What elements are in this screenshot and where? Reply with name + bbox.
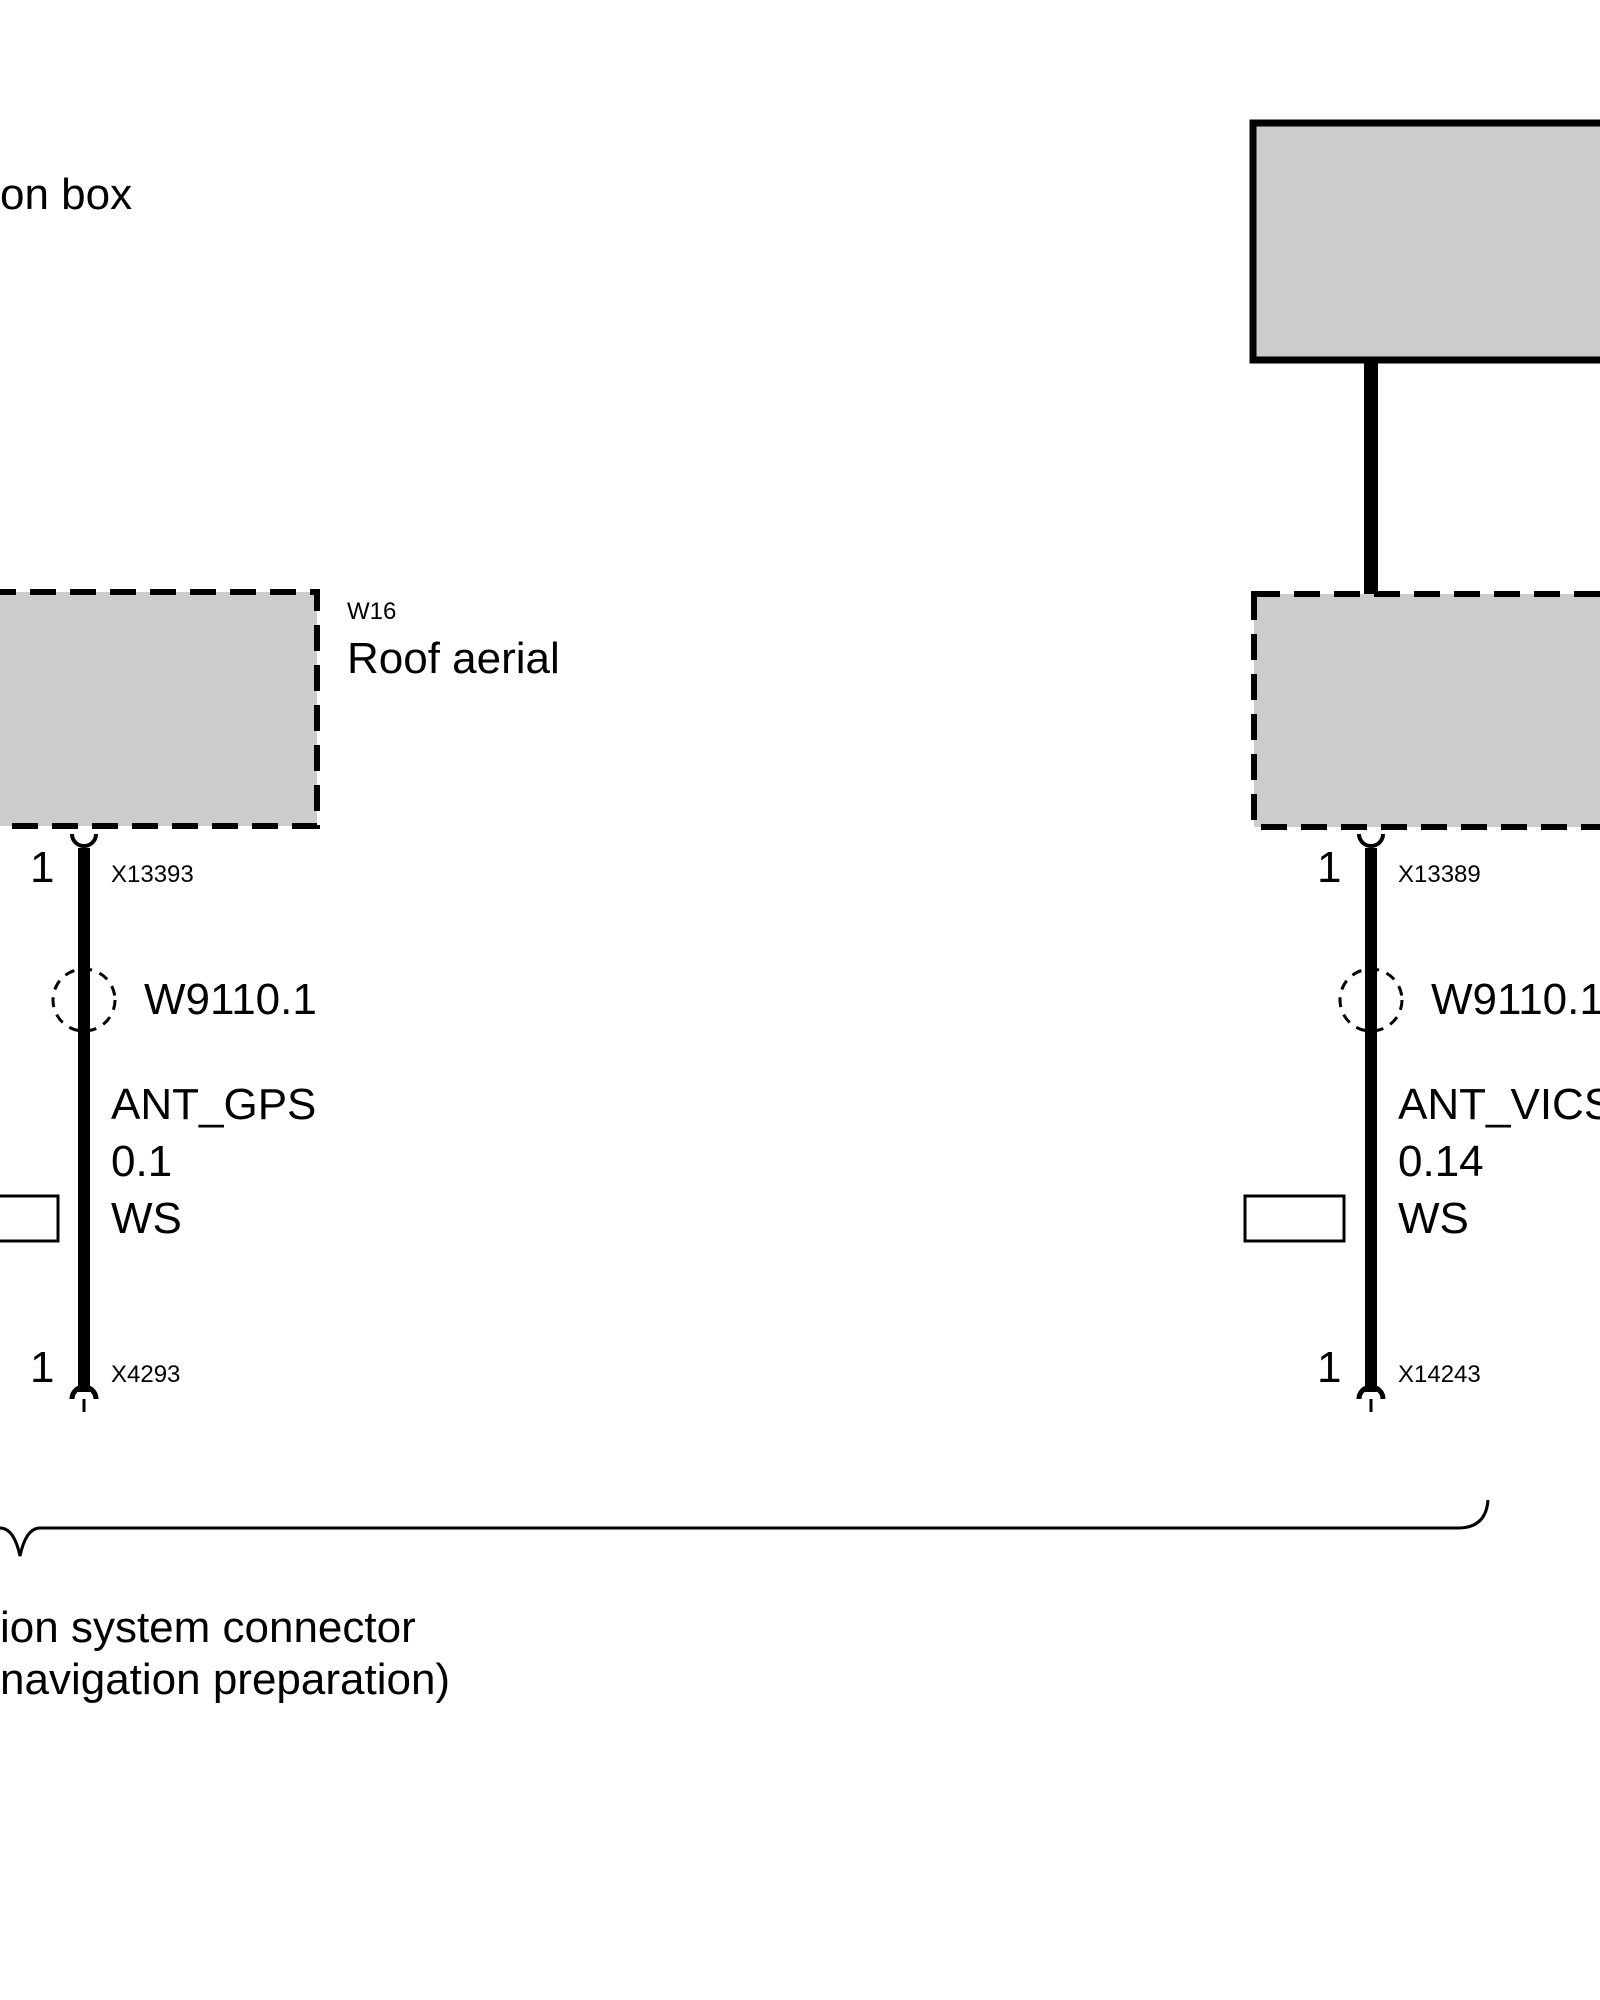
top-right-module-box	[1249, 119, 1600, 364]
right-bottom-pin-symbol	[1356, 1384, 1386, 1400]
right-fuse-box	[1243, 1194, 1346, 1243]
right-splice-label: W9110.1	[1431, 975, 1600, 1024]
bottom-label-line2: navigation preparation)	[0, 1655, 450, 1704]
left-wire-color: WS	[111, 1194, 182, 1243]
right-bottom-connector: X14243	[1398, 1361, 1481, 1388]
left-splice-label: W9110.1	[144, 975, 317, 1024]
right-signal-name: ANT_VICS	[1398, 1080, 1600, 1129]
left-top-connector: X13393	[111, 861, 194, 888]
roof-aerial-name: Roof aerial	[347, 634, 560, 683]
right-aerial-box	[1251, 591, 1600, 830]
left-signal-name: ANT_GPS	[111, 1080, 316, 1129]
right-wire-size: 0.14	[1398, 1137, 1484, 1186]
right-bottom-pin-number: 1	[1317, 1343, 1341, 1392]
left-bottom-pin-symbol	[69, 1384, 99, 1400]
left-wire-size: 0.1	[111, 1137, 172, 1186]
roof-aerial-box	[0, 589, 320, 829]
left-circuit: 1 X13393 W9110.1 ANT_GPS 0.1 WS 1 X4293	[0, 833, 317, 1412]
right-top-pin-symbol	[1357, 833, 1385, 848]
roof-aerial-code: W16	[347, 598, 396, 625]
right-top-connector: X13389	[1398, 861, 1481, 888]
right-top-pin-number: 1	[1317, 843, 1341, 892]
left-top-pin-number: 1	[30, 843, 54, 892]
left-splice-icon	[51, 967, 117, 1033]
left-bottom-pin-number: 1	[30, 1343, 54, 1392]
connector-group-brace	[0, 1499, 1490, 1557]
left-fuse-box	[0, 1194, 60, 1243]
top-left-component-label: on box	[0, 170, 132, 219]
right-splice-icon	[1338, 967, 1404, 1033]
right-wire-color: WS	[1398, 1194, 1469, 1243]
bottom-label-line1: ion system connector	[0, 1603, 416, 1652]
right-circuit: 1 X13389 W9110.1 ANT_VICS 0.14 WS 1 X142…	[1243, 833, 1600, 1412]
left-top-pin-symbol	[70, 833, 98, 848]
left-bottom-connector: X4293	[111, 1361, 180, 1388]
